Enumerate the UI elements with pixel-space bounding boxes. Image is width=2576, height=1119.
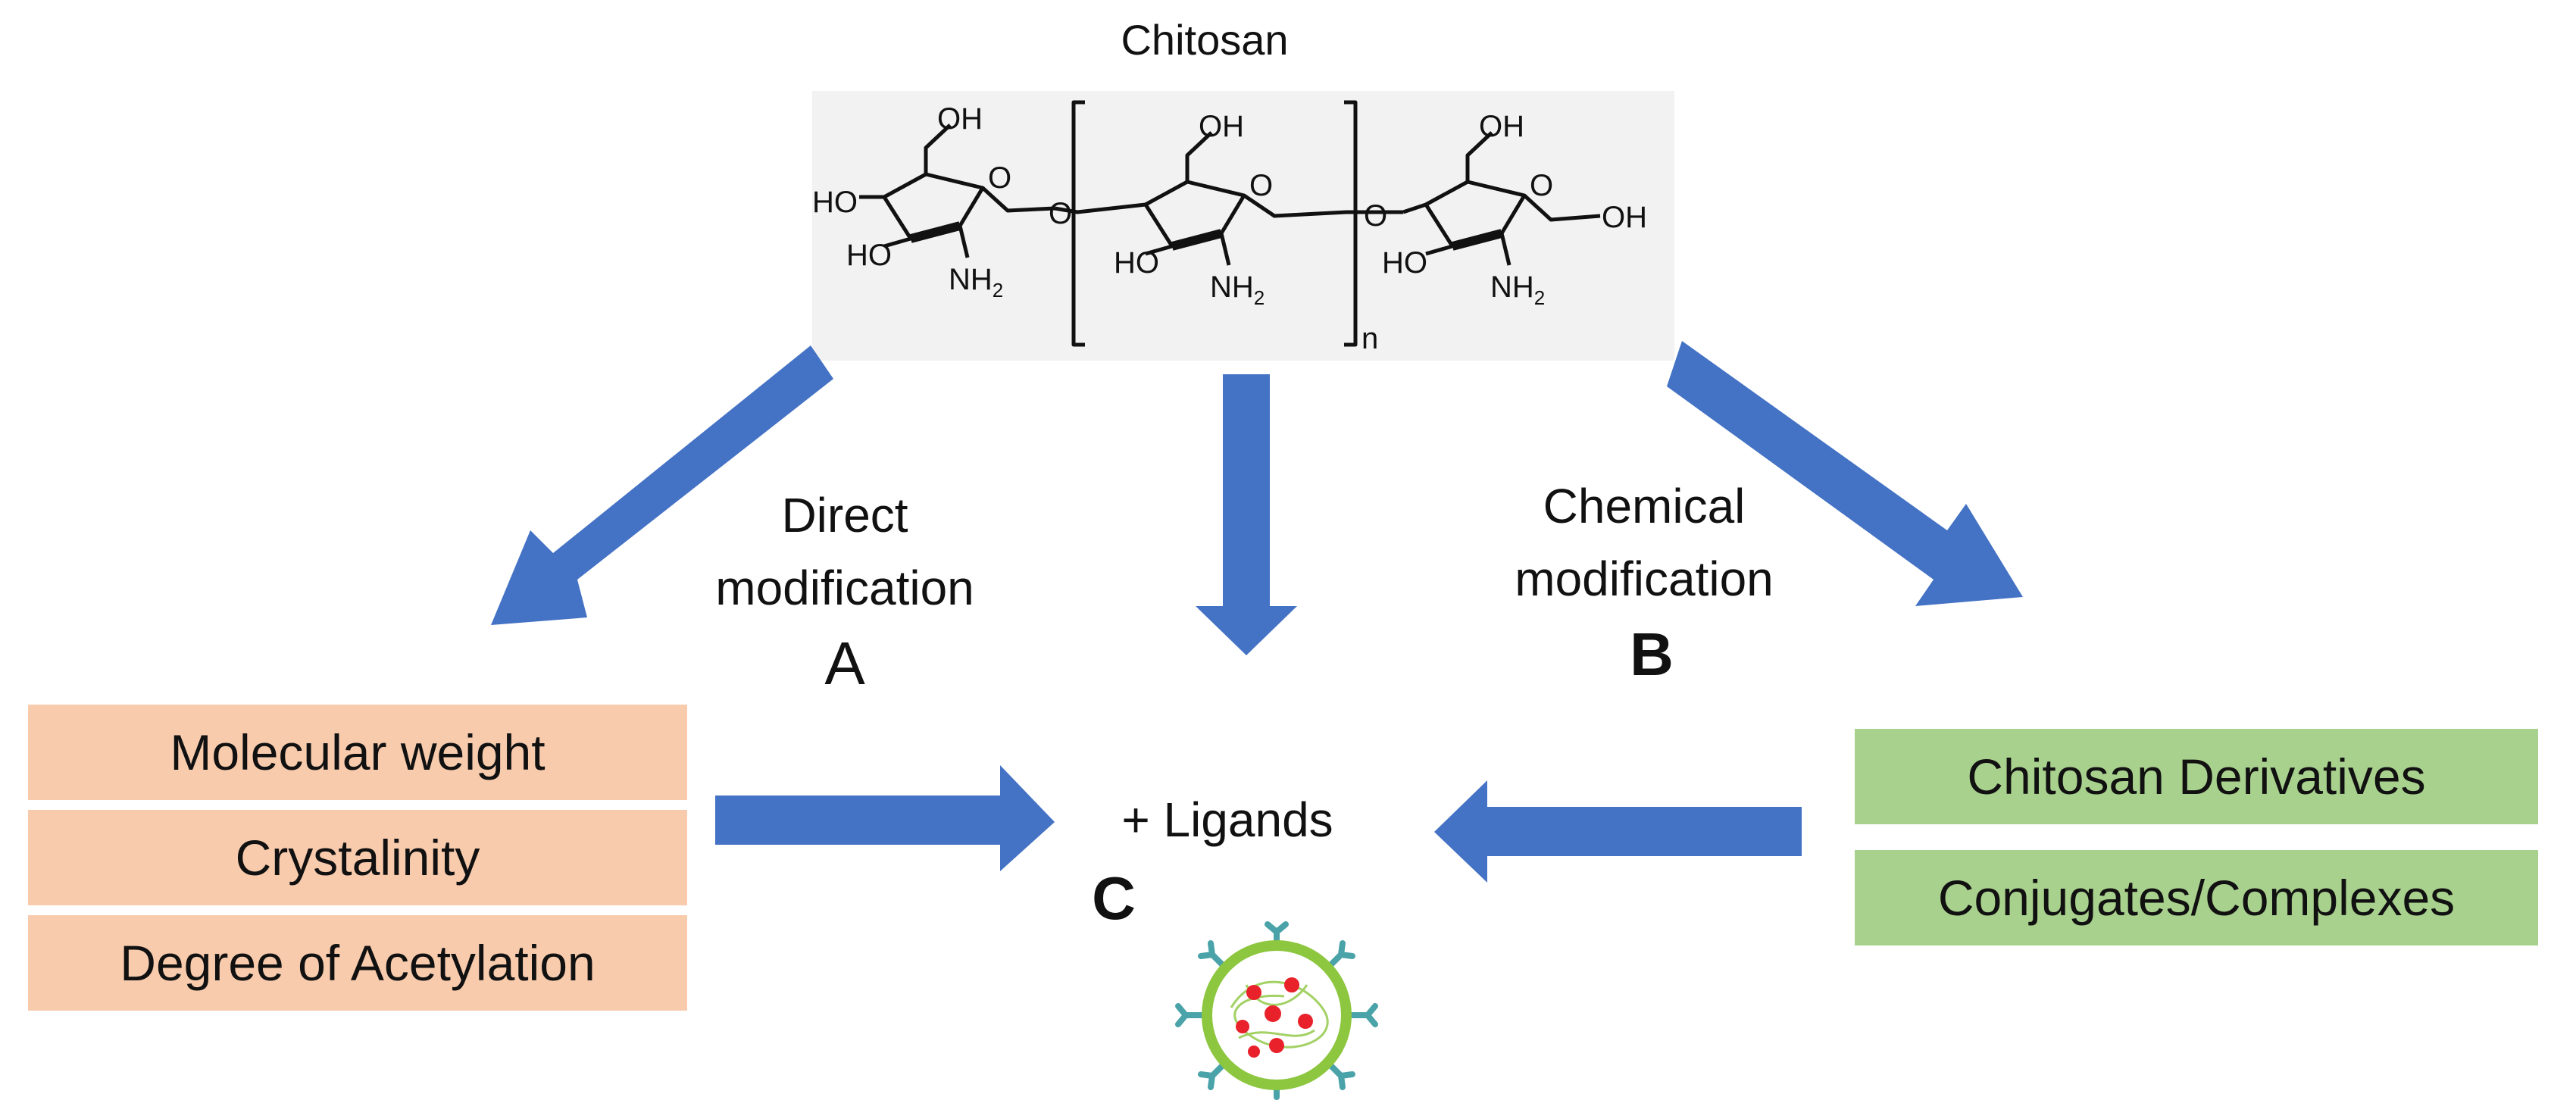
nh-text: NH xyxy=(1490,270,1534,304)
ho-label-1: HO xyxy=(812,186,858,219)
nanoparticle-icon xyxy=(1175,921,1378,1100)
ring-o-label-1: O xyxy=(988,161,1011,195)
chitosan-structure-drawing: OH HO HO O NH2 O OH HO O NH2 n O OH HO O… xyxy=(812,100,1647,355)
ho-label-4: HO xyxy=(1382,246,1427,280)
nh2-label-1: NH2 xyxy=(949,263,1003,302)
nh2-label-2: NH2 xyxy=(1210,270,1265,309)
oh-label-2: OH xyxy=(1199,110,1244,143)
repeat-n-label: n xyxy=(1361,322,1378,355)
arrow-down-left xyxy=(491,345,833,625)
ring-o-label-3: O xyxy=(1530,169,1553,202)
nh-subscript: 2 xyxy=(1534,286,1545,309)
arrow-down-right xyxy=(1667,341,2023,606)
box-conjugates-complexes: Conjugates/Complexes xyxy=(1855,850,2538,946)
chemical-line1: Chemical xyxy=(1543,479,1746,533)
diagram-title: Chitosan xyxy=(1121,16,1289,64)
box-crystalinity: Crystalinity xyxy=(28,810,687,905)
ring-2 xyxy=(1143,180,1246,248)
box-degree-of-acetylation: Degree of Acetylation xyxy=(28,915,687,1011)
direct-line2: modification xyxy=(715,561,974,615)
ho-label-3: HO xyxy=(1114,246,1159,280)
direct-line1: Direct xyxy=(781,488,908,542)
glycosidic-o-label-2: O xyxy=(1364,199,1387,233)
ring-1 xyxy=(882,172,985,241)
arrow-down xyxy=(1196,374,1297,655)
arrow-left xyxy=(1434,780,1802,883)
label-a: A xyxy=(824,630,865,697)
label-b: B xyxy=(1630,620,1674,688)
chemical-modification-label: Chemical modification xyxy=(1462,470,1826,615)
nh-text: NH xyxy=(1210,270,1254,304)
chemical-line2: modification xyxy=(1515,552,1774,606)
ho-label-2: HO xyxy=(846,239,892,272)
label-c: C xyxy=(1092,864,1136,932)
glycosidic-o-label-1: O xyxy=(1049,197,1072,230)
nh-subscript: 2 xyxy=(1254,286,1265,309)
nh-subscript: 2 xyxy=(993,279,1003,302)
ring-3 xyxy=(1424,180,1527,248)
arrow-right xyxy=(715,765,1055,871)
ring-o-label-2: O xyxy=(1249,169,1273,202)
oh-label-3: OH xyxy=(1479,110,1524,143)
direct-modification-label: Direct modification xyxy=(667,479,1023,624)
box-chitosan-derivatives: Chitosan Derivatives xyxy=(1855,729,2538,824)
ligands-label: + Ligands xyxy=(1121,792,1333,847)
nh2-label-3: NH2 xyxy=(1490,270,1545,309)
chitosan-structure: OH HO HO O NH2 O OH HO O NH2 n O OH HO O… xyxy=(812,91,1674,361)
oh-label-4: OH xyxy=(1602,201,1647,234)
box-molecular-weight: Molecular weight xyxy=(28,705,687,800)
nh-text: NH xyxy=(949,263,993,296)
oh-label-1: OH xyxy=(937,102,983,136)
